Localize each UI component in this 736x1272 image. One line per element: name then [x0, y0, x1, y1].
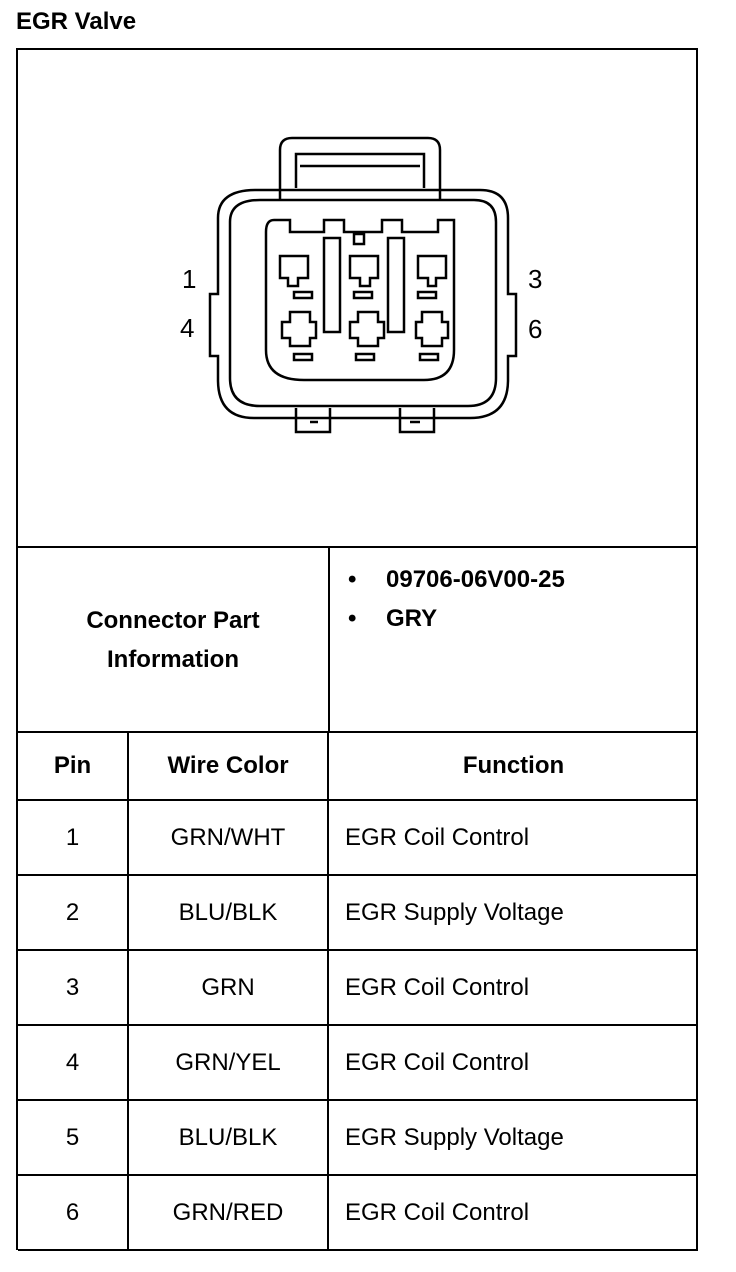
bullet-icon: • [348, 605, 357, 632]
pin-cell: 1 [18, 800, 129, 876]
wire-color-cell: GRN/YEL [128, 1025, 329, 1101]
function-cell: EGR Coil Control [328, 1025, 698, 1101]
connector-info-label: Connector Part Information [18, 548, 330, 731]
wire-color-cell: BLU/BLK [128, 1100, 329, 1176]
header-function: Function [328, 733, 698, 801]
pin-label-3: 3 [528, 264, 543, 294]
connector-part-number: 09706-06V00-25 [386, 566, 565, 593]
connector-info-label-line2: Information [106, 645, 239, 673]
table-row: 6 GRN/RED EGR Coil Control [18, 1175, 698, 1251]
table-row: 3 GRN EGR Coil Control [18, 950, 698, 1026]
pin-cell: 4 [18, 1025, 129, 1101]
header-pin: Pin [18, 733, 129, 801]
pin-cell: 3 [18, 950, 129, 1026]
connector-color: GRY [386, 605, 438, 632]
bullet-icon: • [348, 566, 357, 593]
table-row: 2 BLU/BLK EGR Supply Voltage [18, 875, 698, 951]
table-row: 4 GRN/YEL EGR Coil Control [18, 1025, 698, 1101]
pin-cell: 5 [18, 1100, 129, 1176]
connector-part-info: Connector Part Information • 09706-06V00… [18, 548, 698, 733]
pin-cell: 6 [18, 1175, 129, 1251]
pin-label-1: 1 [182, 264, 197, 294]
pin-label-6: 6 [528, 314, 543, 344]
connector-info-values: • 09706-06V00-25 • GRY [330, 548, 698, 731]
pin-cell: 2 [18, 875, 129, 951]
wire-color-cell: GRN/RED [128, 1175, 329, 1251]
wire-color-cell: BLU/BLK [128, 875, 329, 951]
connector-face-drawing [208, 136, 518, 434]
function-cell: EGR Coil Control [328, 800, 698, 876]
table-row: 5 BLU/BLK EGR Supply Voltage [18, 1100, 698, 1176]
function-cell: EGR Supply Voltage [328, 875, 698, 951]
wire-color-cell: GRN [128, 950, 329, 1026]
page-title: EGR Valve [16, 8, 137, 35]
connector-diagram: 1 4 3 6 [18, 50, 698, 548]
connector-info-label-line1: Connector Part [86, 606, 260, 634]
connector-sheet: 1 4 3 6 Connector Part Information • 097… [16, 48, 698, 1251]
table-header-row: Pin Wire Color Function [18, 733, 698, 801]
function-cell: EGR Coil Control [328, 1175, 698, 1251]
table-row: 1 GRN/WHT EGR Coil Control [18, 800, 698, 876]
function-cell: EGR Supply Voltage [328, 1100, 698, 1176]
pin-label-4: 4 [180, 313, 195, 343]
pinout-table: Pin Wire Color Function 1 GRN/WHT EGR Co… [18, 733, 698, 1251]
wire-color-cell: GRN/WHT [128, 800, 329, 876]
header-wire-color: Wire Color [128, 733, 329, 801]
function-cell: EGR Coil Control [328, 950, 698, 1026]
